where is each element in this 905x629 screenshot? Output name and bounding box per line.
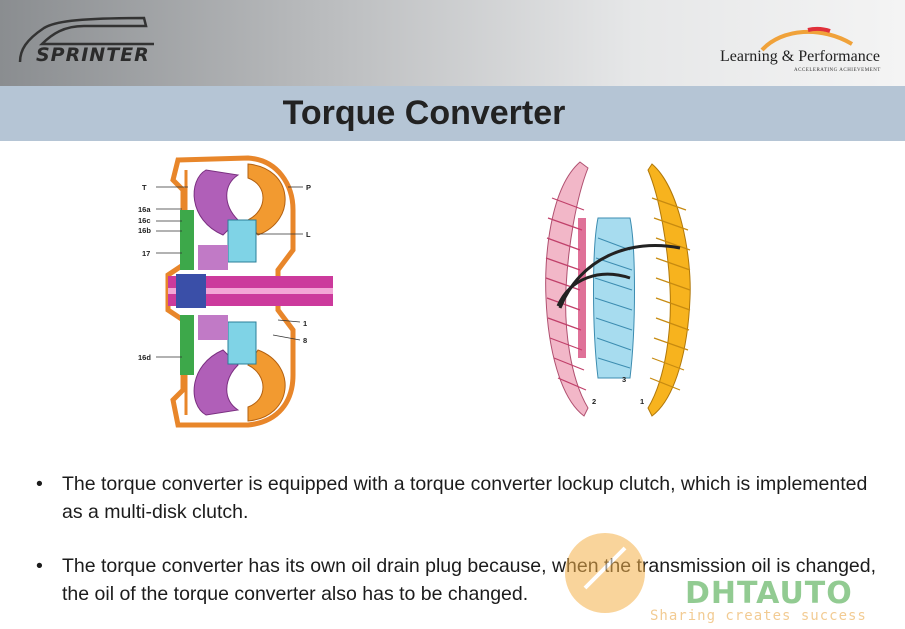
label-16c: 16c	[138, 216, 151, 225]
label-16d: 16d	[138, 353, 151, 362]
learning-performance-text: Learning & Performance	[720, 48, 880, 65]
label-1: 1	[303, 319, 307, 328]
label-16a: 16a	[138, 205, 151, 214]
label-8: 8	[303, 336, 307, 345]
torque-converter-exploded-blades-diagram: 2 3 1	[540, 158, 700, 420]
label-1: 1	[640, 397, 644, 406]
arc-swoosh-icon	[760, 26, 854, 52]
bullet-text: The torque converter has its own oil dra…	[62, 555, 877, 605]
label-P: P	[306, 183, 311, 192]
label-3: 3	[622, 375, 626, 384]
sprinter-wordmark: SPRINTER	[36, 44, 150, 66]
bullet-item: • The torque converter is equipped with …	[36, 470, 876, 530]
bullet-marker: •	[36, 555, 43, 577]
label-L: L	[306, 230, 311, 239]
slide-title: Torque Converter	[282, 94, 566, 132]
bullet-item: • The torque converter has its own oil d…	[36, 552, 876, 612]
label-2: 2	[592, 397, 596, 406]
label-T: T	[142, 183, 147, 192]
label-16b: 16b	[138, 226, 151, 235]
learning-performance-tagline: ACCELERATING ACHIEVEMENT	[794, 68, 881, 73]
torque-converter-cross-section-diagram: T P 16a 16c 16b L 17 1 8 16d	[128, 150, 333, 435]
bullet-text: The torque converter is equipped with a …	[62, 473, 868, 523]
title-band	[0, 86, 905, 141]
sprinter-van-outline-icon	[18, 16, 154, 63]
header-bar: SPRINTER Learning & Performance ACCELERA…	[0, 0, 905, 86]
learning-performance-logo: Learning & Performance ACCELERATING ACHI…	[712, 18, 887, 78]
label-17: 17	[142, 249, 150, 258]
bullet-marker: •	[36, 473, 43, 495]
sprinter-logo: SPRINTER	[14, 14, 184, 74]
